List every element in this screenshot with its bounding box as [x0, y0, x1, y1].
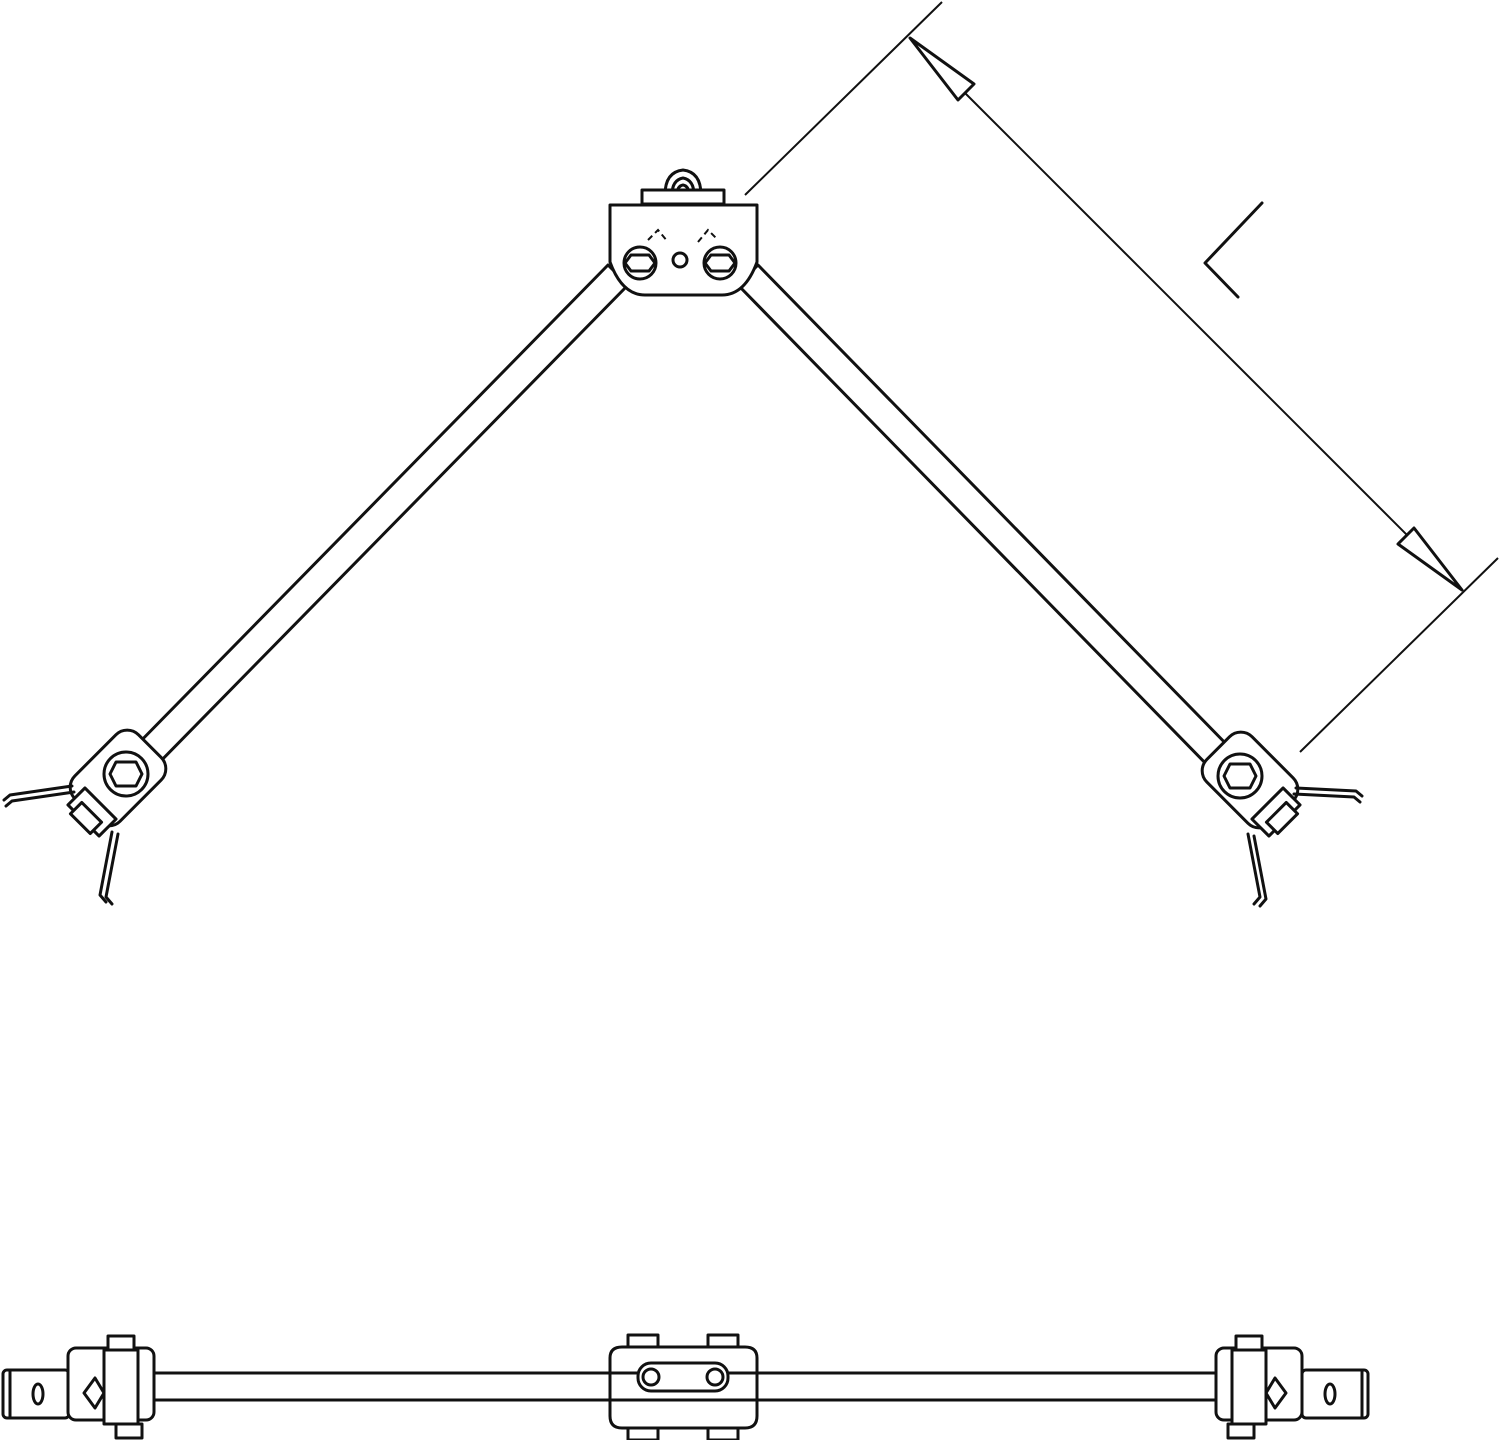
center-clamp [608, 168, 759, 297]
side-left-end [1, 1334, 156, 1440]
left-joint-bolt-hex [108, 760, 144, 788]
dimension-arrow-top [908, 36, 976, 102]
left-arm-tube [128, 263, 630, 774]
right-small-nut [1250, 786, 1302, 838]
top-view [2, 1, 1499, 908]
dimension-line [909, 37, 1463, 591]
side-left-top-nut [106, 1334, 136, 1352]
side-center-slot [636, 1361, 730, 1393]
left-foot-joint [2, 728, 168, 906]
left-anchor-claws [2, 784, 120, 906]
side-right-top-nut [1234, 1334, 1264, 1352]
right-joint-bolt-hex [1222, 762, 1258, 790]
dimension-length [744, 1, 1499, 753]
center-bolt-right [702, 245, 738, 281]
center-pivot-hole [671, 251, 689, 269]
hidden-line-right [697, 228, 719, 243]
side-left-bottom-nut [114, 1422, 144, 1440]
center-top-nut [640, 168, 726, 206]
side-right-end [1214, 1334, 1370, 1440]
side-view [1, 1333, 1370, 1440]
side-left-foot-plate [1, 1368, 71, 1420]
side-center-clamp [608, 1333, 759, 1440]
length-symbol-L [1203, 201, 1264, 299]
dimension-arrow-bottom [1396, 526, 1464, 592]
right-foot-joint [1200, 730, 1364, 908]
extension-line-lower [1299, 557, 1499, 753]
right-arm-tube [736, 263, 1237, 775]
hidden-line-left [647, 228, 669, 243]
left-small-nut [66, 786, 118, 838]
center-bolt-left [622, 245, 658, 281]
right-anchor-claws [1246, 786, 1364, 908]
extension-line-upper [744, 1, 943, 196]
side-right-bottom-nut [1226, 1422, 1256, 1440]
